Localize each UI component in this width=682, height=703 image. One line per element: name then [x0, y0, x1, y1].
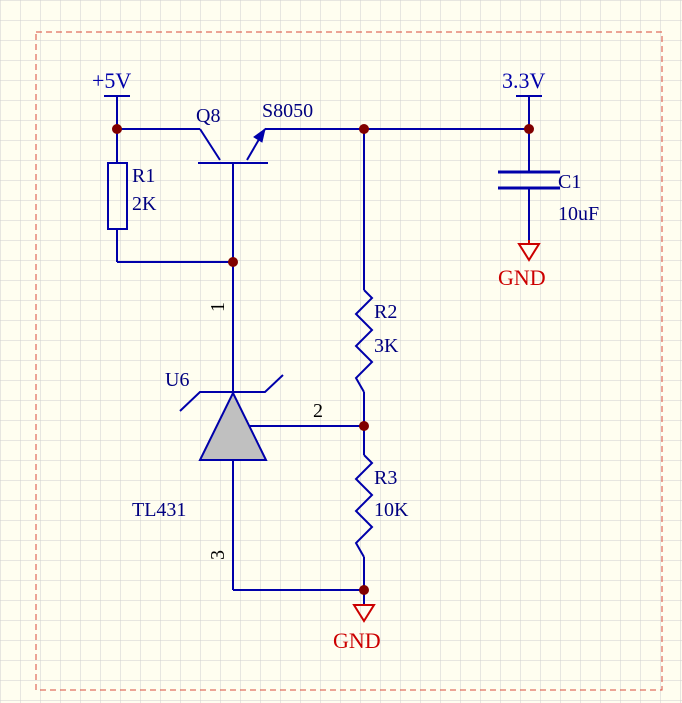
capacitor-value: 10uF — [558, 203, 599, 225]
pin-3-label: 3 — [207, 550, 229, 560]
resistor-r2-body — [354, 289, 374, 393]
power-port-5v: +5V — [92, 68, 131, 97]
ground-symbol-right: GND — [498, 240, 546, 290]
pin-2-label: 2 — [313, 400, 323, 422]
transistor-value: S8050 — [262, 100, 313, 122]
junctions — [112, 124, 534, 595]
sheet-border — [35, 31, 663, 691]
regulator-value: TL431 — [132, 499, 186, 521]
capacitor-c1 — [498, 170, 560, 190]
resistor-r1-body — [107, 162, 128, 230]
junction-dot — [228, 257, 238, 267]
power-label-3v3: 3.3V — [502, 68, 546, 93]
transistor-q8 — [198, 127, 268, 164]
transistor-ref: Q8 — [196, 105, 220, 127]
ground-symbol-left: GND — [333, 604, 381, 653]
resistor-r3-value: 10K — [374, 499, 409, 521]
resistor-r1-ref: R1 — [132, 165, 155, 187]
junction-dot — [359, 124, 369, 134]
ground-label-right: GND — [498, 265, 546, 290]
junction-dot — [524, 124, 534, 134]
junction-dot — [359, 585, 369, 595]
power-label-5v: +5V — [92, 68, 131, 93]
capacitor-ref: C1 — [558, 171, 581, 193]
power-port-3v3: 3.3V — [502, 68, 546, 97]
resistor-r3-body — [354, 454, 374, 558]
resistor-r2-ref: R2 — [374, 301, 397, 323]
junction-dot — [112, 124, 122, 134]
junction-dot — [359, 421, 369, 431]
ground-label-left: GND — [333, 628, 381, 653]
regulator-ref: U6 — [165, 369, 189, 391]
resistor-r3-ref: R3 — [374, 467, 397, 489]
regulator-u6 — [179, 374, 284, 461]
resistor-r1-value: 2K — [132, 193, 157, 215]
resistor-r2-value: 3K — [374, 335, 399, 357]
pin-1-label: 1 — [207, 302, 229, 312]
